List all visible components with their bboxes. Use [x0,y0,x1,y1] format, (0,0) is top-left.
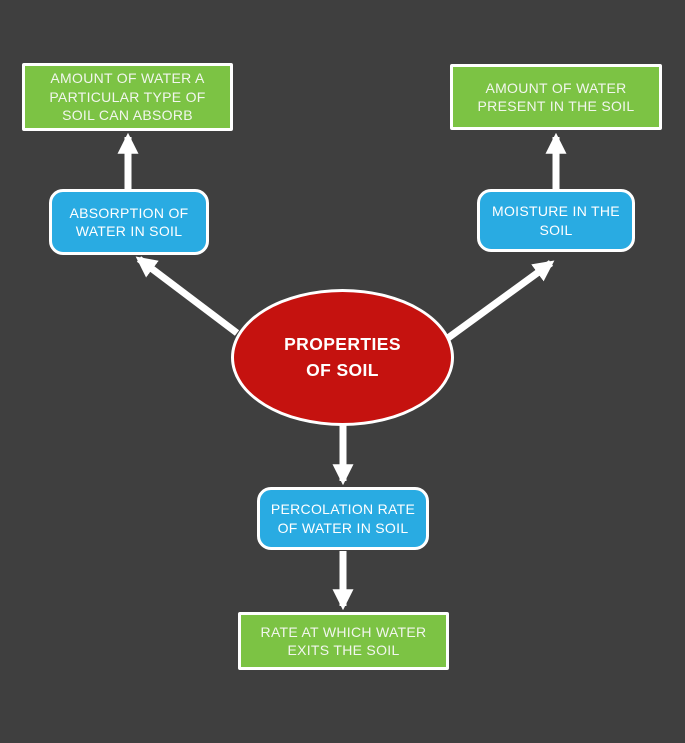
node-percolation-description: RATE AT WHICH WATER EXITS THE SOIL [238,612,449,670]
node-label: MOISTURE IN THE SOIL [492,203,620,238]
node-moisture: MOISTURE IN THE SOIL [477,189,635,252]
arrow-center-to-absorption [135,256,240,336]
node-percolation: PERCOLATION RATE OF WATER IN SOIL [257,487,429,550]
node-label: AMOUNT OF WATER PRESENT IN THE SOIL [477,79,635,114]
node-label: ABSORPTION OF WATER IN SOIL [69,204,189,239]
node-properties-of-soil: PROPERTIES OF SOIL [231,289,454,426]
node-label: AMOUNT OF WATER A PARTICULAR TYPE OF SOI… [49,70,206,124]
node-absorption-description: AMOUNT OF WATER A PARTICULAR TYPE OF SOI… [22,63,233,131]
node-label: PERCOLATION RATE OF WATER IN SOIL [270,501,416,536]
node-moisture-description: AMOUNT OF WATER PRESENT IN THE SOIL [450,64,662,130]
node-label: PROPERTIES OF SOIL [284,334,401,380]
arrow-center-to-moisture [445,260,555,341]
node-absorption: ABSORPTION OF WATER IN SOIL [49,189,209,255]
node-label: RATE AT WHICH WATER EXITS THE SOIL [260,623,427,658]
